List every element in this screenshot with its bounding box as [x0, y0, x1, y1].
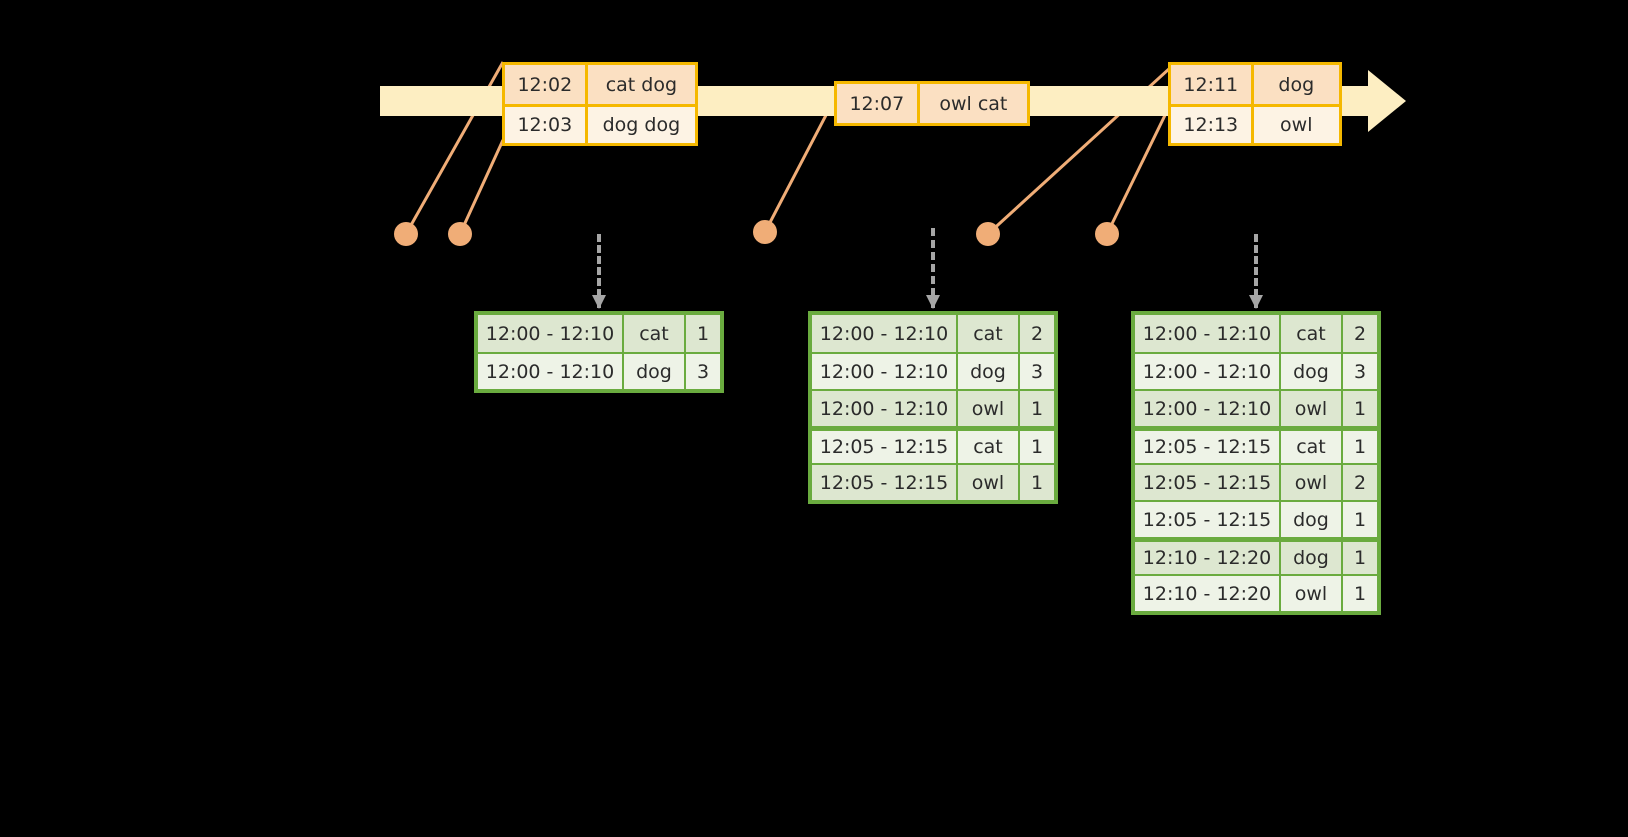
- count-cell: 1: [1343, 542, 1377, 574]
- key-cell: owl: [958, 465, 1020, 500]
- count-cell: 3: [686, 354, 720, 389]
- event-value: dog: [1253, 65, 1339, 104]
- window-cell: 12:10 - 12:20: [1135, 542, 1281, 574]
- table-row: 12:05 - 12:15 owl 1: [812, 463, 1054, 500]
- key-cell: cat: [1281, 315, 1343, 352]
- timeline-arrowhead-icon: [1368, 70, 1406, 132]
- count-cell: 3: [1020, 354, 1054, 389]
- table-row: 12:10 - 12:20 owl 1: [1135, 574, 1377, 611]
- table-row: 12:00 - 12:10 cat 2: [1135, 315, 1377, 352]
- event-time: 12:13: [1171, 107, 1254, 143]
- window-cell: 12:00 - 12:10: [1135, 391, 1281, 426]
- key-cell: dog: [1281, 354, 1343, 389]
- key-cell: owl: [1281, 465, 1343, 500]
- event-value: dog dog: [587, 107, 695, 143]
- window-cell: 12:05 - 12:15: [812, 465, 958, 500]
- window-cell: 12:05 - 12:15: [1135, 465, 1281, 500]
- event-box-3[interactable]: 12:11 dog 12:13 owl: [1168, 62, 1342, 146]
- window-cell: 12:00 - 12:10: [812, 391, 958, 426]
- window-cell: 12:00 - 12:10: [1135, 315, 1281, 352]
- window-cell: 12:00 - 12:10: [478, 354, 624, 389]
- table-row: 12:00 - 12:10 dog 3: [812, 352, 1054, 389]
- window-cell: 12:10 - 12:20: [1135, 576, 1281, 611]
- key-cell: cat: [958, 315, 1020, 352]
- event-row: 12:02 cat dog: [505, 65, 695, 104]
- count-cell: 2: [1343, 315, 1377, 352]
- table-row: 12:00 - 12:10 cat 2: [812, 315, 1054, 352]
- table-row: 12:00 - 12:10 dog 3: [1135, 352, 1377, 389]
- event-dot-1[interactable]: [394, 222, 418, 246]
- result-table-3[interactable]: 12:00 - 12:10 cat 2 12:00 - 12:10 dog 3 …: [1131, 311, 1381, 615]
- table-row: 12:05 - 12:15 cat 1: [812, 426, 1054, 463]
- count-cell: 1: [1020, 391, 1054, 426]
- table-row: 12:05 - 12:15 owl 2: [1135, 463, 1377, 500]
- table-row: 12:10 - 12:20 dog 1: [1135, 537, 1377, 574]
- window-cell: 12:00 - 12:10: [812, 315, 958, 352]
- event-dot-5[interactable]: [1095, 222, 1119, 246]
- count-cell: 1: [1020, 431, 1054, 463]
- result-table-1[interactable]: 12:00 - 12:10 cat 1 12:00 - 12:10 dog 3: [474, 311, 724, 393]
- event-value: cat dog: [587, 65, 695, 104]
- event-dot-2[interactable]: [448, 222, 472, 246]
- event-time: 12:03: [505, 107, 588, 143]
- count-cell: 2: [1020, 315, 1054, 352]
- dashed-arrow-down-icon-1: [592, 234, 606, 309]
- event-dot-3[interactable]: [753, 220, 777, 244]
- event-row: 12:07 owl cat: [837, 84, 1027, 123]
- table-row: 12:00 - 12:10 owl 1: [1135, 389, 1377, 426]
- window-cell: 12:00 - 12:10: [812, 354, 958, 389]
- key-cell: owl: [958, 391, 1020, 426]
- event-box-2[interactable]: 12:07 owl cat: [834, 81, 1030, 126]
- count-cell: 1: [1343, 502, 1377, 537]
- key-cell: dog: [958, 354, 1020, 389]
- window-cell: 12:00 - 12:10: [478, 315, 624, 352]
- key-cell: cat: [958, 431, 1020, 463]
- window-cell: 12:05 - 12:15: [812, 431, 958, 463]
- table-row: 12:00 - 12:10 owl 1: [812, 389, 1054, 426]
- table-row: 12:05 - 12:15 dog 1: [1135, 500, 1377, 537]
- key-cell: owl: [1281, 391, 1343, 426]
- window-cell: 12:05 - 12:15: [1135, 502, 1281, 537]
- count-cell: 1: [1343, 391, 1377, 426]
- event-time: 12:02: [505, 65, 588, 104]
- count-cell: 1: [686, 315, 720, 352]
- event-box-1[interactable]: 12:02 cat dog 12:03 dog dog: [502, 62, 698, 146]
- key-cell: cat: [624, 315, 686, 352]
- window-cell: 12:05 - 12:15: [1135, 431, 1281, 463]
- key-cell: dog: [624, 354, 686, 389]
- table-row: 12:05 - 12:15 cat 1: [1135, 426, 1377, 463]
- event-row: 12:03 dog dog: [505, 104, 695, 143]
- result-table-2[interactable]: 12:00 - 12:10 cat 2 12:00 - 12:10 dog 3 …: [808, 311, 1058, 504]
- dashed-arrow-down-icon-3: [1249, 234, 1263, 309]
- key-cell: dog: [1281, 502, 1343, 537]
- event-row: 12:11 dog: [1171, 65, 1339, 104]
- table-row: 12:00 - 12:10 cat 1: [478, 315, 720, 352]
- event-value: owl: [1253, 107, 1339, 143]
- count-cell: 3: [1343, 354, 1377, 389]
- table-row: 12:00 - 12:10 dog 3: [478, 352, 720, 389]
- key-cell: cat: [1281, 431, 1343, 463]
- event-time: 12:07: [837, 84, 920, 123]
- key-cell: owl: [1281, 576, 1343, 611]
- event-dot-4[interactable]: [976, 222, 1000, 246]
- count-cell: 1: [1343, 576, 1377, 611]
- count-cell: 1: [1020, 465, 1054, 500]
- key-cell: dog: [1281, 542, 1343, 574]
- event-time: 12:11: [1171, 65, 1254, 104]
- dashed-arrow-down-icon-2: [926, 228, 940, 309]
- count-cell: 1: [1343, 431, 1377, 463]
- window-cell: 12:00 - 12:10: [1135, 354, 1281, 389]
- event-row: 12:13 owl: [1171, 104, 1339, 143]
- event-value: owl cat: [919, 84, 1027, 123]
- count-cell: 2: [1343, 465, 1377, 500]
